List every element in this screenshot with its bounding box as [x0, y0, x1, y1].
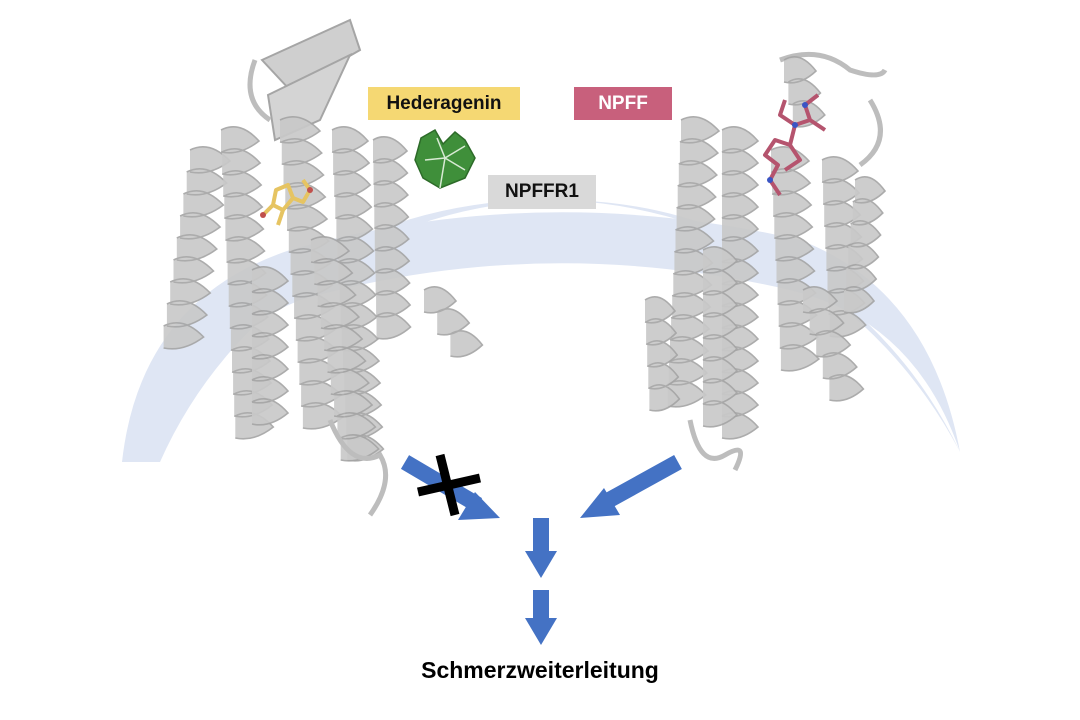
hederagenin-label: Hederagenin	[368, 87, 520, 120]
pain-signaling-label: Schmerzweiterleitung	[340, 652, 740, 688]
npffr1-label: NPFFR1	[488, 175, 596, 209]
downstream-arrow-2	[525, 590, 557, 645]
loop-side-right	[860, 100, 880, 165]
tm-helix-left	[373, 137, 411, 339]
tm-helix-right	[784, 57, 825, 127]
loop-top	[250, 60, 270, 120]
ivy-leaf-icon	[415, 130, 475, 188]
tm-helix-left	[424, 287, 482, 357]
downstream-arrow-1	[525, 518, 557, 578]
npff-label: NPFF	[574, 87, 672, 120]
right-signal-arrow	[580, 462, 678, 518]
